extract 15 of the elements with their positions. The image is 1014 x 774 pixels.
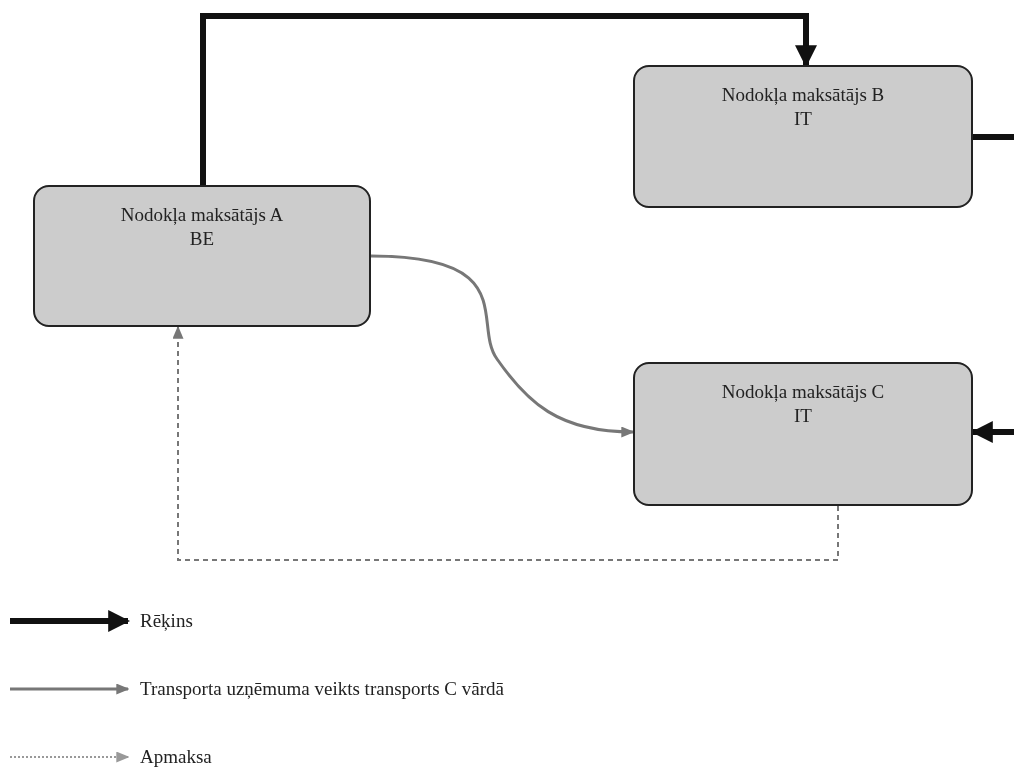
box-label: IT (794, 404, 812, 428)
box-label: Nodokļa maksātājs B (721, 83, 885, 107)
legend-label: Apmaksa (140, 746, 212, 768)
box-label: IT (794, 107, 812, 131)
process-box (633, 65, 973, 208)
box-label: BE (189, 227, 215, 251)
legend-label: Transporta uzņēmuma veikts transports C vārdā (140, 678, 504, 700)
arrow (370, 254, 635, 438)
arrow (172, 325, 839, 561)
box-label: Nodokļa maksātājs C (721, 380, 885, 404)
legend-label: Rēķins (140, 610, 193, 632)
arrow (200, 13, 817, 185)
box-label: Nodokļa maksātājs A (120, 203, 284, 227)
process-box (633, 362, 973, 506)
process-box (33, 185, 371, 327)
